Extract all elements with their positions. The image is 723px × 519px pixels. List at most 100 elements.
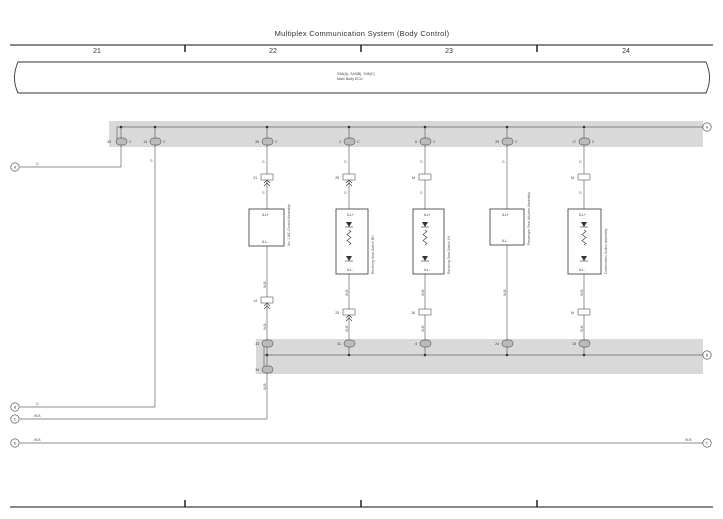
wire-label-g: G: [420, 191, 423, 195]
connector-number: 14: [253, 299, 257, 303]
connector-letter: C: [706, 442, 709, 446]
pin-number: 17: [572, 140, 576, 144]
component-name: Combination Switch Assembly: [604, 228, 608, 274]
pin-oval: [343, 339, 356, 348]
pin-connector-code: C: [163, 140, 166, 144]
pin-number: 13: [143, 140, 147, 144]
wire-label-wb: W-B: [580, 325, 584, 332]
pin-number: 6: [415, 140, 417, 144]
wire-label-g: G: [502, 160, 505, 164]
ecu-connectors-label: S48(A), S49(B), S48(C): [337, 72, 375, 76]
component-name: Reclining Seat Switch RH: [371, 235, 375, 274]
pin-number: 33: [107, 140, 111, 144]
pin-oval: [578, 339, 591, 348]
pin-number: 29: [495, 140, 499, 144]
pin-oval: [115, 137, 128, 146]
connector-number: 25: [335, 176, 339, 180]
pin-number: 34: [255, 368, 259, 372]
connector-D-left: D: [10, 438, 20, 448]
pin-connector-code: C: [592, 140, 595, 144]
resistor-icon: [346, 229, 352, 246]
diode-icon: [346, 256, 352, 261]
column-number-21: 21: [93, 48, 101, 55]
component-reclining-seat-rh: ILL+ ILL- Reclining Seat Switch RH: [335, 208, 375, 275]
wire-label-wb: W-B: [345, 325, 349, 332]
connector-number: 16: [411, 311, 415, 315]
connector-B-right: B: [702, 350, 712, 360]
component-reclining-seat-lh: ILL+ ILL- Reclining Seat Switch LH: [412, 208, 451, 275]
component-pin-label: ILL+: [424, 213, 431, 217]
pin-number: 15: [572, 342, 576, 346]
pin-oval: [261, 365, 274, 374]
pin-oval: [419, 339, 432, 348]
wire-label-wb: W-B: [263, 383, 267, 390]
connector-letter: D: [14, 442, 17, 446]
pin-number: 41: [337, 342, 341, 346]
component-pin-label: ILL-: [502, 239, 508, 243]
wire-label-g: G: [579, 191, 582, 195]
pin-oval: [578, 137, 591, 146]
connector-letter: A: [706, 126, 709, 130]
top-pins: [115, 137, 591, 146]
pin-oval: [419, 137, 432, 146]
diode-icon: [422, 256, 428, 261]
connector-C-right: C: [702, 438, 712, 448]
wire-label-g: G: [262, 191, 265, 195]
lower-pins: [261, 339, 591, 374]
pin-connector-code: C: [129, 140, 132, 144]
wire-label-wb: W-B: [685, 438, 692, 442]
connector-A-left: A: [10, 162, 20, 172]
led-icon: [581, 222, 587, 227]
component-pin-label: ILL-: [347, 268, 353, 272]
junction-connectors-upper: [260, 173, 591, 187]
column-number-24: 24: [622, 48, 630, 55]
component-pin-label: ILL-: [262, 240, 268, 244]
component-pin-label: ILL-: [579, 268, 585, 272]
ecu-name-label: Main Body ECU: [337, 77, 363, 81]
wire-label-g: G: [344, 191, 347, 195]
pin-number: 24: [495, 342, 499, 346]
wire-label-g: G: [579, 160, 582, 164]
component-name: Passenger Seat Adjuster Assembly: [527, 192, 531, 245]
page-title: Multiplex Communication System (Body Con…: [275, 29, 450, 38]
component-name: No. 1 A/C Control Assembly: [287, 204, 291, 246]
wire-label-g: G: [36, 402, 39, 406]
pin-number: 33: [255, 342, 259, 346]
connector-letter: A: [14, 166, 17, 170]
column-number-22: 22: [269, 48, 277, 55]
pin-oval: [501, 137, 514, 146]
component-combination-switch: ILL+ ILL- Combination Switch Assembly: [567, 208, 608, 275]
pin-oval: [261, 339, 274, 348]
connector-number: M: [412, 176, 415, 180]
wire-label-wb: W-B: [503, 289, 507, 296]
component-pin-label: ILL+: [579, 213, 586, 217]
component-pin-label: ILL+: [347, 213, 354, 217]
wire-label-g: G: [150, 159, 153, 163]
led-icon: [422, 222, 428, 227]
pin-number: 2: [339, 140, 341, 144]
pin-number: 26: [255, 140, 259, 144]
wire-label-wb: W-B: [263, 323, 267, 330]
ecu-banner: [14, 61, 710, 94]
wire-label-wb: W-B: [421, 289, 425, 296]
pin-oval: [261, 137, 274, 146]
component-passenger-seat-adjuster: ILL+ ILL- Passenger Seat Adjuster Assemb…: [489, 192, 531, 246]
connector-number: M: [571, 176, 574, 180]
component-name: Reclining Seat Switch LH: [447, 235, 451, 274]
wire-label-wb: W-B: [34, 438, 41, 442]
wire-label-g: G: [36, 162, 39, 166]
wire-label-g: G: [420, 160, 423, 164]
junction-dots: [119, 125, 586, 357]
wire-label-wb: W-B: [421, 325, 425, 332]
lower-ecu-band: [256, 339, 703, 374]
wire-label-wb: W-B: [580, 289, 584, 296]
pin-oval: [501, 339, 514, 348]
pin-connector-code: C: [275, 140, 278, 144]
connector-number: 23: [335, 311, 339, 315]
wire-label-g: G: [262, 160, 265, 164]
wire-label-wb: W-B: [263, 281, 267, 288]
upper-ecu-band: [109, 121, 703, 147]
pin-number: 4: [415, 342, 417, 346]
component-pin-label: ILL+: [262, 213, 269, 217]
